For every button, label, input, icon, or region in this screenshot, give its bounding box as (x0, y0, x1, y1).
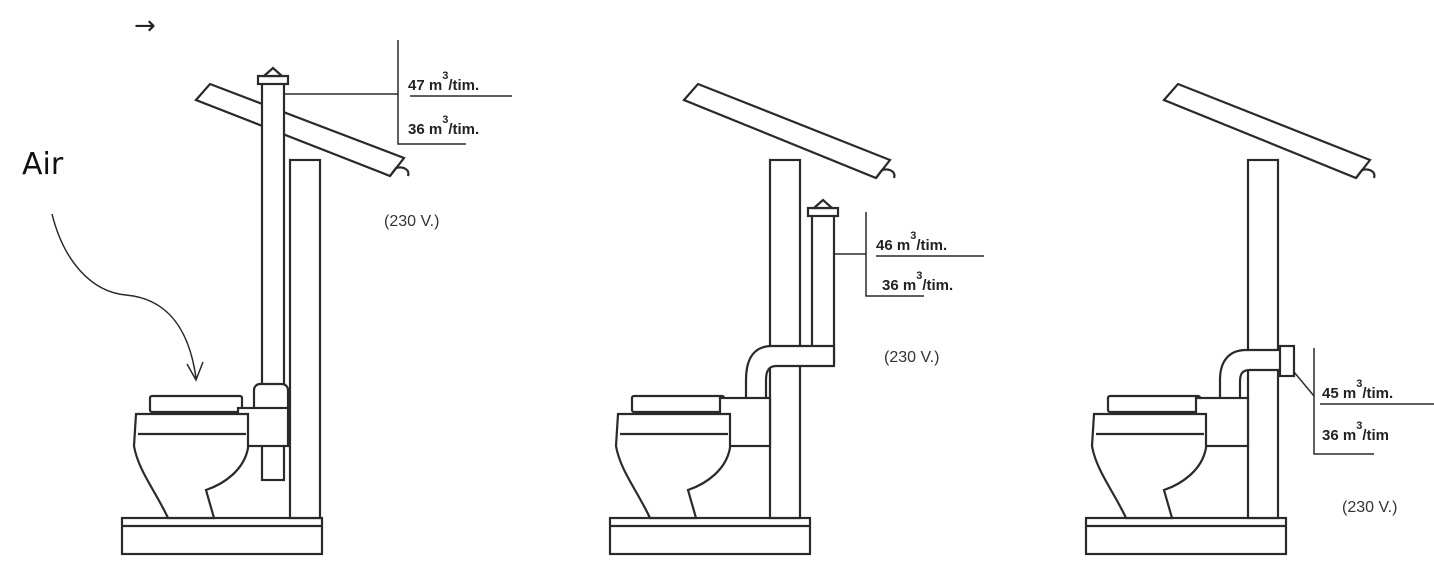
panel-roof-vent: 47 m3/tim. 36 m3/tim. (230 V.) (120, 40, 512, 556)
panel-wall-vent: 46 m3/tim. 36 m3/tim. (230 V.) (608, 82, 984, 556)
fan-unit (1278, 344, 1296, 378)
vent-cap (256, 74, 290, 86)
wall (1246, 158, 1280, 520)
floor-slab (120, 516, 324, 556)
rate-box: 47 m3/tim. 36 m3/tim. (397, 40, 512, 145)
rate-bottom: 36 m3/tim. (882, 270, 953, 294)
toilet-lid (148, 394, 244, 414)
rate-top: 46 m3/tim. (876, 230, 947, 254)
rate-bottom: 36 m3/tim (1322, 420, 1389, 444)
voltage-label: (230 V.) (1342, 499, 1397, 516)
roof (1162, 82, 1376, 180)
floor-slab (608, 516, 812, 556)
toilet (1090, 394, 1250, 520)
roof (194, 82, 410, 178)
rate-box: 46 m3/tim. 36 m3/tim. (865, 212, 984, 297)
air-label: Air (22, 147, 64, 182)
rate-top: 47 m3/tim. (408, 70, 479, 94)
rate-leader (1293, 371, 1315, 397)
rate-box: 45 m3/tim. 36 m3/tim (1313, 348, 1434, 455)
vent-pipe (810, 210, 836, 364)
wall (768, 158, 802, 520)
rate-top: 45 m3/tim. (1322, 378, 1393, 402)
pipe-elbow (1218, 348, 1290, 402)
toilet (132, 394, 290, 520)
roof (682, 82, 896, 180)
pipe-elbow (744, 344, 836, 402)
toilet (614, 394, 772, 520)
floor-slab (1084, 516, 1288, 556)
voltage-label: (230 V.) (884, 349, 939, 366)
right-arrow-icon: → (134, 11, 156, 41)
airflow-arrow-icon (51, 213, 204, 382)
voltage-label: (230 V.) (384, 213, 439, 230)
wall (288, 158, 322, 520)
rate-bottom: 36 m3/tim. (408, 114, 479, 138)
vent-cap (806, 206, 840, 218)
panel-side-vent: 45 m3/tim. 36 m3/tim (230 V.) (1084, 82, 1434, 556)
